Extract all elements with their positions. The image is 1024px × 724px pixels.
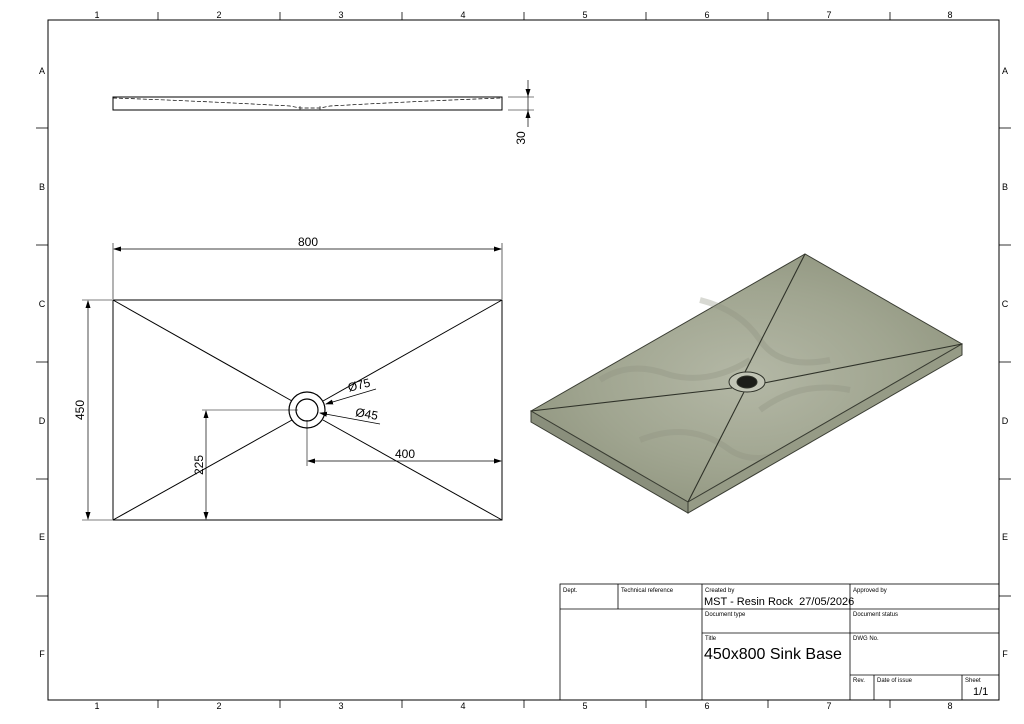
dimension-inner-diameter: Ø45	[354, 405, 379, 423]
column-labels-top: 1 2 3 4 5 6 7 8	[94, 10, 952, 20]
row-label: F	[39, 649, 45, 659]
row-label: A	[39, 66, 45, 76]
row-labels-right: A B C D E F	[1002, 66, 1009, 659]
dimension-hole-offset-x: 400	[395, 447, 415, 461]
title-block	[559, 583, 1000, 701]
drain-line	[112, 419, 293, 521]
column-label: 1	[94, 701, 99, 711]
row-label: C	[39, 299, 46, 309]
dimension-width: 450	[73, 400, 87, 420]
dimension-hole-offset-y: 225	[192, 455, 206, 475]
row-label: B	[1002, 182, 1008, 192]
row-label: B	[39, 182, 45, 192]
column-label: 6	[704, 10, 709, 20]
rev-label: Rev.	[853, 678, 865, 684]
row-label: E	[1002, 532, 1008, 542]
top-view-outline	[112, 299, 503, 521]
document-status-label: Document status	[853, 612, 898, 618]
drain-line	[322, 419, 503, 521]
side-view-hidden-slope	[112, 97, 503, 109]
column-label: 4	[460, 10, 465, 20]
column-label: 3	[338, 701, 343, 711]
drawing-title: 450x800 Sink Base	[704, 646, 842, 663]
top-view	[82, 243, 503, 521]
column-label: 4	[460, 701, 465, 711]
drain-line	[112, 299, 293, 402]
dimension-outer-diameter: Ø75	[346, 376, 372, 395]
dept-label: Dept.	[563, 588, 578, 594]
document-type-label: Document type	[705, 612, 746, 618]
approved-by-label: Approved by	[853, 588, 887, 594]
column-label: 7	[826, 10, 831, 20]
dimension-side-height: 30	[514, 131, 528, 145]
iso-right-face	[687, 343, 963, 514]
zone-ticks	[36, 12, 1011, 708]
column-label: 3	[338, 10, 343, 20]
column-label: 8	[947, 10, 952, 20]
row-label: D	[39, 416, 46, 426]
row-labels-left: A B C D E F	[39, 66, 46, 659]
column-label: 6	[704, 701, 709, 711]
created-by-value: MST - Resin Rock 27/05/2026	[704, 596, 854, 608]
isometric-view	[529, 253, 964, 514]
iso-drain-line	[743, 253, 806, 375]
dwg-no-label: DWG No.	[853, 636, 879, 642]
column-label: 5	[582, 701, 587, 711]
dimension-length: 800	[298, 235, 318, 249]
drain-line	[322, 299, 503, 402]
sheet-label: Sheet	[965, 678, 981, 684]
row-label: A	[1002, 66, 1008, 76]
column-label: 7	[826, 701, 831, 711]
stone-texture	[598, 297, 851, 461]
sheet-value: 1/1	[973, 686, 988, 698]
drawing-border	[47, 19, 1000, 701]
date-of-issue-label: Date of issue	[877, 678, 913, 684]
title-label: Title	[705, 636, 717, 642]
side-view-outline	[112, 96, 503, 111]
column-label: 5	[582, 10, 587, 20]
column-labels-bottom: 1 2 3 4 5 6 7 8	[94, 701, 952, 711]
iso-drain-line	[687, 391, 745, 503]
column-label: 1	[94, 10, 99, 20]
row-label: C	[1002, 299, 1009, 309]
row-label: F	[1002, 649, 1008, 659]
row-label: E	[39, 532, 45, 542]
iso-drain-line	[530, 387, 733, 412]
row-label: D	[1002, 416, 1009, 426]
iso-drain-hole	[736, 375, 758, 389]
column-label: 2	[216, 701, 221, 711]
side-view	[112, 80, 534, 127]
drain-inner-circle	[295, 398, 319, 422]
column-label: 2	[216, 10, 221, 20]
iso-drain-line	[763, 343, 963, 384]
created-by-label: Created by	[705, 588, 734, 594]
technical-reference-label: Technical reference	[621, 588, 674, 594]
column-label: 8	[947, 701, 952, 711]
